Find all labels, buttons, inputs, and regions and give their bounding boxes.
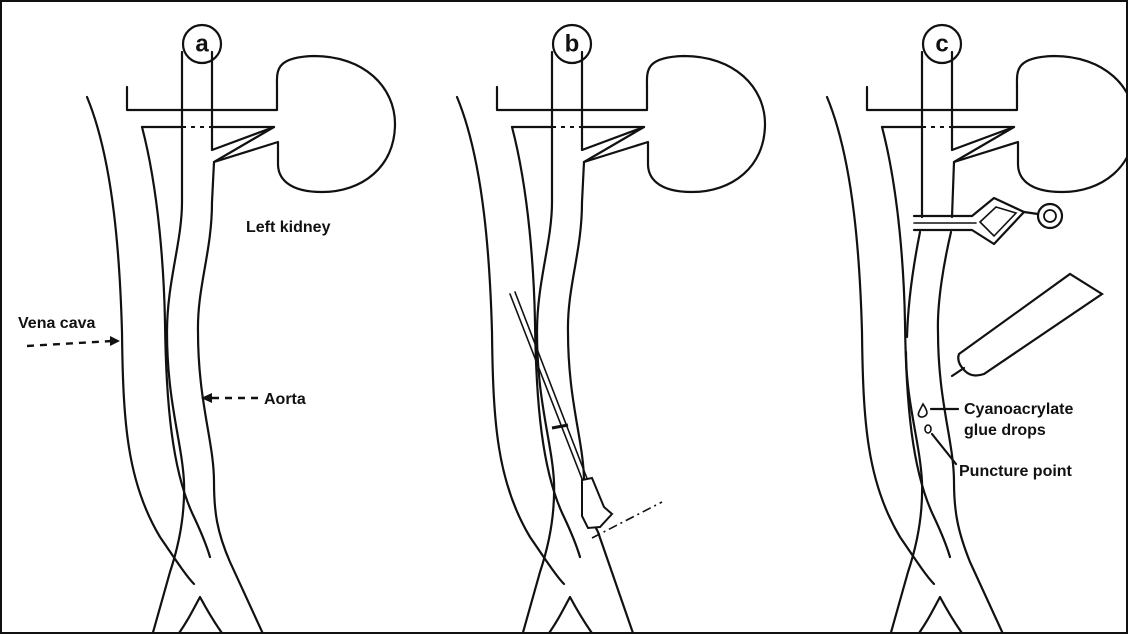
needle-mark (552, 425, 568, 428)
puncture-point-marker (925, 425, 931, 433)
panel-letter: b (565, 31, 580, 58)
aorta-right-wall (568, 52, 644, 632)
aorta-right-wall (952, 52, 1014, 217)
left-kidney (954, 56, 1126, 192)
aorta-left-wall (890, 352, 922, 632)
vena-cava-inner-wall (142, 127, 210, 557)
aorta-left-wall (522, 52, 554, 632)
panel-b: b (457, 25, 765, 632)
aorta-label: Aorta (264, 391, 306, 408)
panel-letter: c (935, 31, 948, 58)
glue-label-line1: Cyanoacrylate (964, 401, 1073, 418)
glue-tube-nozzle (952, 368, 964, 376)
vena-cava-outer-wall (827, 97, 934, 584)
panel-letter: a (195, 31, 209, 58)
clamp-handle (1024, 212, 1038, 214)
vena-cava-inner-wall (512, 127, 580, 557)
vascular-clamp (914, 198, 1062, 244)
clamp-ring (1044, 210, 1056, 222)
renal-vein (867, 87, 1017, 110)
vena-cava-arrowhead (110, 336, 120, 346)
aorta-left-wall (152, 52, 184, 632)
panel-c: c (827, 25, 1126, 632)
puncture-point-label: Puncture point (959, 463, 1073, 480)
aorta-left-wall (907, 232, 920, 337)
aorta-right-wall (198, 52, 274, 632)
puncture-needle (510, 292, 612, 528)
aortic-bifurcation (177, 597, 224, 632)
puncture-label-pointer (932, 434, 956, 464)
aortic-bifurcation (547, 597, 594, 632)
vena-cava-outer-wall (457, 97, 564, 584)
vena-cava-label: Vena cava (18, 315, 96, 332)
glue-drop-icon (918, 404, 927, 417)
left-kidney (214, 56, 395, 192)
clamp-handle (980, 207, 1016, 236)
glue-tube-body (958, 274, 1102, 375)
needle-shaft (510, 294, 584, 484)
panel-a: a Left kidney Vena cava Aorta (18, 25, 395, 632)
left-kidney (584, 56, 765, 192)
left-kidney-label: Left kidney (246, 219, 331, 236)
renal-vein (127, 87, 277, 110)
aortic-bifurcation (917, 597, 964, 632)
vena-cava-outer-wall (87, 97, 194, 584)
renal-vein (497, 87, 647, 110)
needle-hub (582, 478, 612, 528)
glue-label-line2: glue drops (964, 422, 1046, 439)
glue-applicator (952, 274, 1102, 376)
vena-cava-pointer (27, 341, 112, 346)
vena-cava-inner-wall (882, 127, 950, 557)
